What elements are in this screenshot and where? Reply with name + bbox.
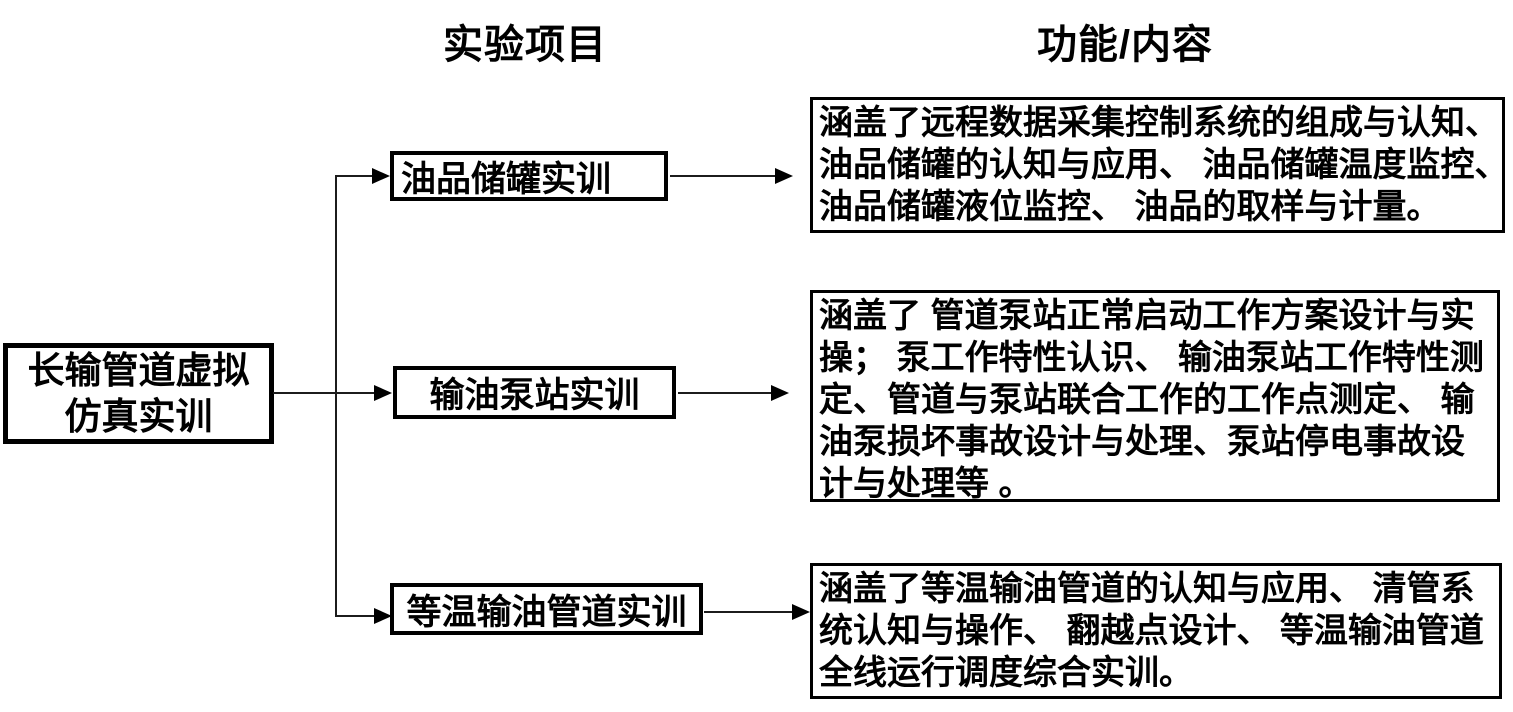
project-node-isothermal-pipeline: 等温输油管道实训 [390,583,703,635]
connector-branch-1 [336,175,373,177]
connector-trunk-vertical [335,175,337,617]
content-node-oil-pump-station: 涵盖了 管道泵站正常启动工作方案设计与实操； 泵工作特性认识、 输油泵站工作特性… [810,290,1500,502]
text-line: 油泵损坏事故设计与处理、泵站停电事故设 [819,423,1465,461]
text-line: 涵盖了等温输油管道的认知与应用、 清管系 [819,570,1475,608]
connector-branch-3 [336,615,375,617]
column-header-function-content: 功能/内容 [1036,23,1214,67]
text-line: 油品储罐的认知与应用、 油品储罐温度监控、 [819,146,1505,184]
text-line: 涵盖了远程数据采集控制系统的组成与认知、 [819,104,1499,142]
project-node-oil-pump-station: 输油泵站实训 [393,366,676,419]
text-line: 全线运行调度综合实训。 [819,654,1193,692]
text-line: 定、管道与泵站联合工作的工作点测定、 输 [819,381,1475,419]
text-line: 油品储罐液位监控、 油品的取样与计量。 [819,188,1441,226]
column-header-experiment-projects: 实验项目 [443,23,607,67]
text-line: 长输管道虚拟 [27,349,250,391]
connector-project-to-content-2 [678,392,771,394]
arrowhead-content-1-icon [775,168,793,184]
text-line: 仿真实训 [64,395,213,437]
connector-project-to-content-3 [704,611,792,613]
arrowhead-branch-2-icon [374,385,392,401]
arrowhead-content-3-icon [792,604,810,620]
content-node-isothermal-pipeline: 涵盖了等温输油管道的认知与应用、 清管系统认知与操作、 翻越点设计、 等温输油管… [810,563,1502,699]
arrowhead-branch-3-icon [374,608,392,624]
text-line: 统认知与操作、 翻越点设计、 等温输油管道 [819,612,1484,650]
connector-root-to-trunk [273,392,374,394]
project-node-label: 油品储罐实训 [401,159,612,199]
arrowhead-branch-1-icon [372,168,390,184]
arrowhead-content-2-icon [771,385,789,401]
text-line: 涵盖了 管道泵站正常启动工作方案设计与实 [819,297,1475,335]
root-node-pipeline-virtual-training: 长输管道虚拟仿真实训 [3,343,274,444]
project-node-oil-storage-tank: 油品储罐实训 [390,151,668,201]
project-node-label: 输油泵站实训 [429,376,640,415]
text-line: 计与处理等 。 [819,465,1033,502]
project-node-label: 等温输油管道实训 [406,592,687,632]
text-line: 操； 泵工作特性认识、 输油泵站工作特性测 [819,339,1484,377]
content-node-oil-storage-tank: 涵盖了远程数据采集控制系统的组成与认知、油品储罐的认知与应用、 油品储罐温度监控… [810,97,1505,233]
connector-project-to-content-1 [670,175,775,177]
